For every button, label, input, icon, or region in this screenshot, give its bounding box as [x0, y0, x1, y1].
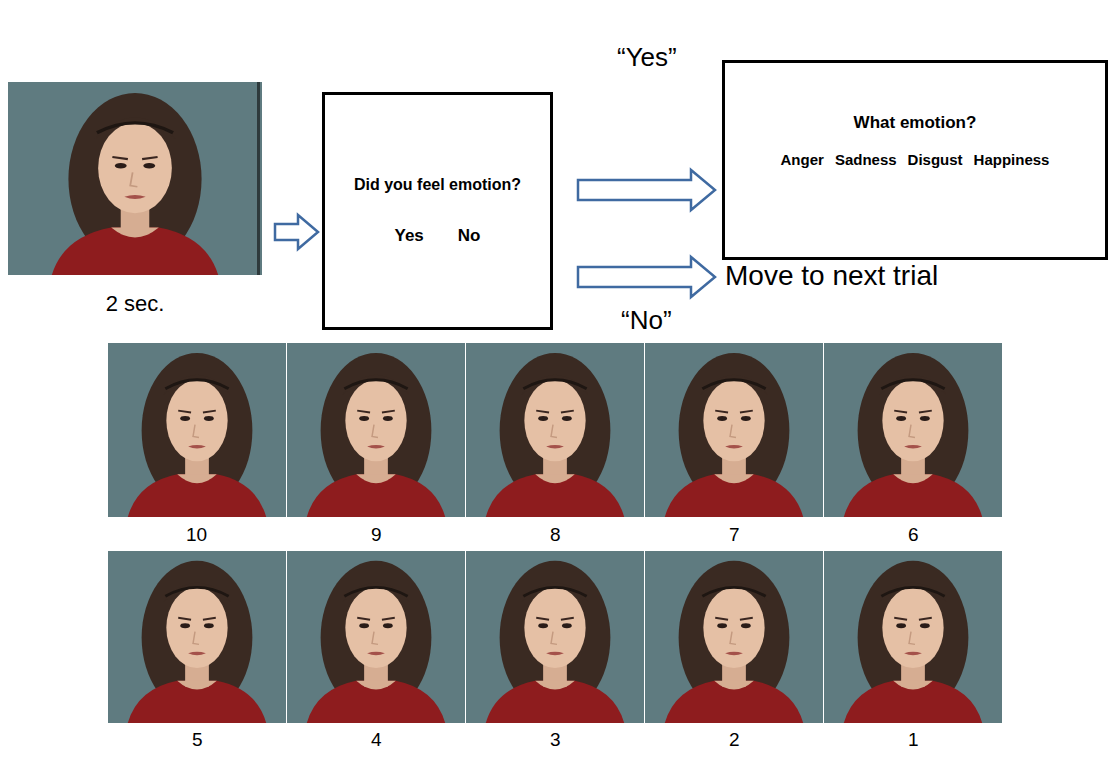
- level-number: 7: [729, 524, 740, 546]
- option-text: Anger: [781, 151, 824, 168]
- level-number: 2: [729, 729, 740, 751]
- level-number: 3: [550, 729, 561, 751]
- option-row: Yes No: [395, 226, 481, 246]
- answer-label: “Yes”: [617, 42, 677, 73]
- stimulus-photo: 2 sec.: [8, 82, 262, 275]
- box-heading: What emotion?: [854, 113, 977, 133]
- outcome-text: Move to next trial: [725, 258, 938, 294]
- option-row: Anger Sadness Disgust Happiness: [781, 151, 1050, 168]
- option-text: Happiness: [974, 151, 1050, 168]
- level-number: 9: [371, 524, 382, 546]
- block-arrow: [578, 257, 715, 297]
- outcome-text: Move to next trial: [725, 258, 938, 294]
- level-number: 8: [550, 524, 561, 546]
- level-number: 4: [371, 729, 382, 751]
- option-text: Disgust: [908, 151, 963, 168]
- level-number: 5: [192, 729, 203, 751]
- level-number: 6: [908, 524, 919, 546]
- answer-label: “No”: [621, 305, 672, 336]
- level-number: 1: [908, 729, 919, 751]
- choice-box: What emotion? Anger Sadness Disgust Happines…: [722, 60, 1108, 260]
- option-text: No: [458, 226, 481, 246]
- box-heading: Did you feel emotion?: [354, 176, 521, 194]
- face-photo: [8, 82, 262, 275]
- level-number: 10: [186, 524, 207, 546]
- option-text: Yes: [395, 226, 424, 246]
- question-box: Did you feel emotion? Yes No: [322, 92, 553, 330]
- option-text: Sadness: [835, 151, 897, 168]
- block-arrow: [275, 215, 318, 249]
- block-arrow: [578, 170, 715, 210]
- photo-caption: 2 sec.: [8, 291, 262, 317]
